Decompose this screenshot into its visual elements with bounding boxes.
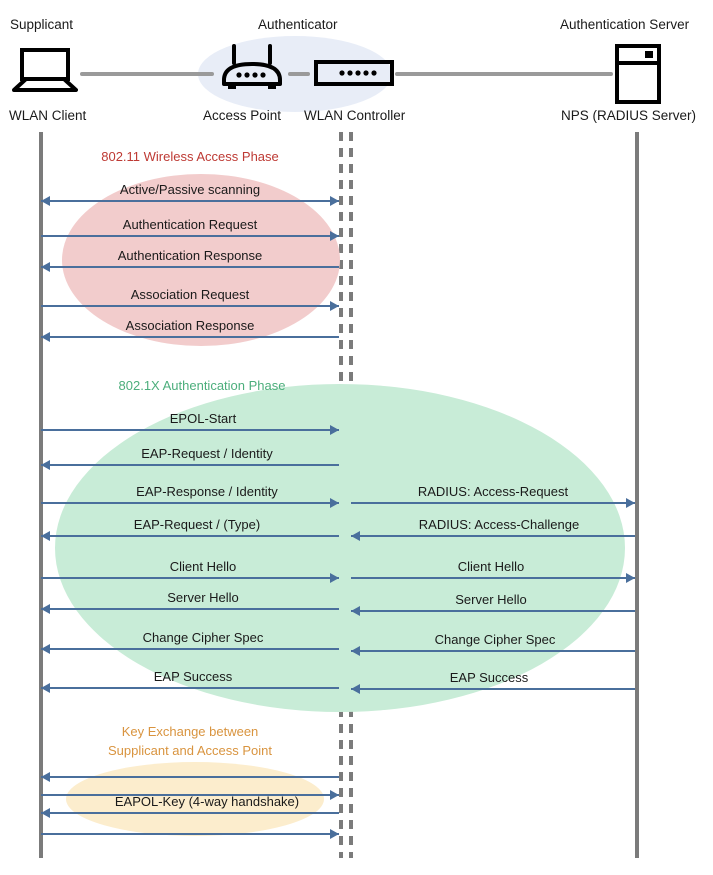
message-label: Authentication Response [117,248,263,263]
phase-title-key-exchange-line2: Supplicant and Access Point [107,743,273,758]
message-label: EAP-Request / Identity [141,446,273,461]
lifeline-auth-server [635,132,639,858]
message-label: EPOL-Start [169,411,237,426]
message-label: Client Hello [169,559,237,574]
server-icon [614,44,662,109]
node-label-wlan-controller: WLAN Controller [304,108,406,123]
laptop-icon [12,48,78,97]
message-label: RADIUS: Access-Challenge [418,517,580,532]
phase-ellipse-dot1x-authentication [55,384,625,712]
phase-ellipse-wireless-access [62,174,340,346]
message-label: RADIUS: Access-Request [417,484,569,499]
message-label: EAPOL-Key (4-way handshake) [114,794,300,809]
node-label-access-point: Access Point [203,108,282,123]
message-label: EAP-Response / Identity [136,484,278,499]
node-label-wlan-client: WLAN Client [9,108,87,123]
role-label-supplicant: Supplicant [10,17,74,32]
message-label: Association Response [125,318,255,333]
role-label-authenticator: Authenticator [258,17,338,32]
node-label-nps-radius-server: NPS (RADIUS Server) [561,108,697,123]
message-label: Active/Passive scanning [119,182,261,197]
message-label: EAP Success [153,669,233,684]
link-ap-to-controller [288,72,310,76]
message-label: Association Request [130,287,250,302]
phase-title-wireless-access: 802.11 Wireless Access Phase [101,149,279,164]
message-label: Change Cipher Spec [142,630,264,645]
message-label: Server Hello [455,592,527,607]
message-label: EAP Success [449,670,529,685]
message-label: Change Cipher Spec [434,632,556,647]
message-label: Authentication Request [122,217,258,232]
link-controller-to-server [395,72,613,76]
phase-ellipse-key-exchange [66,762,324,836]
lifeline-supplicant [39,132,43,858]
message-label: EAP-Request / (Type) [133,517,261,532]
link-client-to-ap [80,72,214,76]
message-label: Client Hello [457,559,525,574]
phase-title-key-exchange-line1: Key Exchange between [121,724,259,739]
access-point-icon [216,44,288,97]
message-label: Server Hello [167,590,239,605]
role-label-authentication-server: Authentication Server [560,17,690,32]
wlan-controller-icon [314,60,394,91]
phase-title-dot1x-authentication: 802.1X Authentication Phase [118,378,286,393]
